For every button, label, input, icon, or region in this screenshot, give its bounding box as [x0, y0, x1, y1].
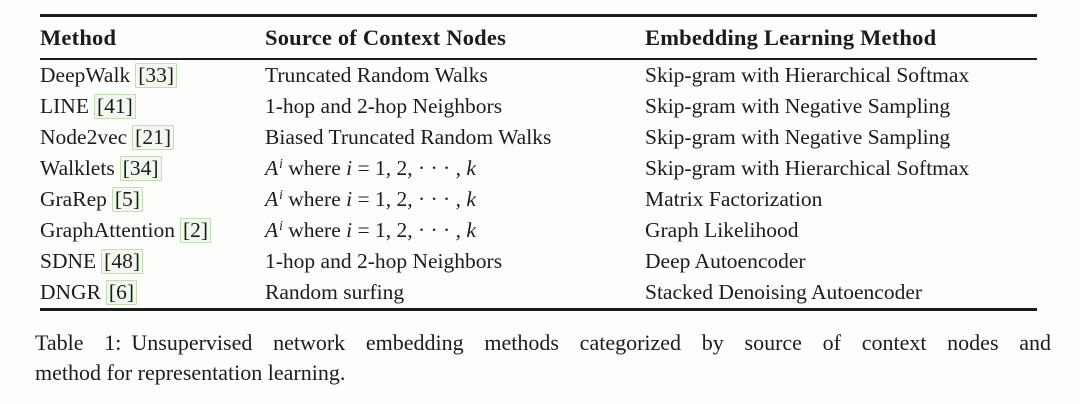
math-symbol: i	[346, 218, 353, 242]
source-cell: Ai where i = 1, 2, · · · , k	[265, 184, 645, 215]
source-text: 1-hop and 2-hop Neighbors	[265, 94, 503, 118]
method-name: DNGR	[40, 280, 101, 304]
math-symbol: A	[265, 187, 279, 211]
methods-table: Method Source of Context Nodes Embedding…	[40, 14, 1037, 311]
source-cell: 1-hop and 2-hop Neighbors	[265, 246, 645, 277]
method-name: GraRep	[40, 187, 107, 211]
embedding-cell: Deep Autoencoder	[645, 249, 806, 273]
method-cell: SDNE[48]	[40, 246, 265, 277]
source-text: 1-hop and 2-hop Neighbors	[265, 249, 503, 273]
column-header-source: Source of Context Nodes	[265, 24, 507, 50]
method-cell: LINE[41]	[40, 91, 265, 122]
citation-link[interactable]: [21]	[132, 125, 174, 150]
source-cell: Truncated Random Walks	[265, 59, 645, 91]
embedding-cell: Skip-gram with Negative Sampling	[645, 94, 951, 118]
source-text: where	[282, 218, 347, 242]
embedding-cell: Matrix Factorization	[645, 187, 823, 211]
method-cell: GraphAttention[2]	[40, 215, 265, 246]
source-text: where	[282, 156, 347, 180]
table-caption: Table 1: Unsupervised network embedding m…	[35, 328, 1051, 388]
source-cell: Ai where i = 1, 2, · · · , k	[265, 215, 645, 246]
method-name: Walklets	[40, 156, 115, 180]
math-symbol: k	[466, 218, 476, 242]
table-row: GraphAttention[2]Ai where i = 1, 2, · · …	[40, 215, 1037, 246]
embedding-cell: Graph Likelihood	[645, 218, 799, 242]
citation-link[interactable]: [41]	[93, 94, 136, 119]
column-header-embedding: Embedding Learning Method	[645, 24, 937, 50]
math-symbol: k	[466, 187, 476, 211]
method-cell: DeepWalk[33]	[40, 59, 265, 91]
embedding-cell: Skip-gram with Negative Sampling	[645, 125, 951, 149]
table-row: Walklets[34]Ai where i = 1, 2, · · · , k…	[40, 153, 1037, 184]
method-name: DeepWalk	[40, 63, 131, 87]
method-name: Node2vec	[40, 125, 128, 149]
source-text: = 1, 2, · · · ,	[352, 156, 467, 180]
method-cell: GraRep[5]	[40, 184, 265, 215]
source-cell: Random surfing	[265, 277, 645, 310]
method-name: LINE	[40, 94, 89, 118]
table-row: Node2vec[21]Biased Truncated Random Walk…	[40, 122, 1037, 153]
source-text: Random surfing	[265, 280, 405, 304]
math-symbol: i	[279, 156, 283, 172]
citation-link[interactable]: [48]	[101, 249, 143, 274]
source-text: = 1, 2, · · · ,	[352, 187, 467, 211]
method-cell: Node2vec[21]	[40, 122, 265, 153]
method-cell: Walklets[34]	[40, 153, 265, 184]
source-text: Biased Truncated Random Walks	[265, 125, 552, 149]
method-name: GraphAttention	[40, 218, 175, 242]
caption-text-line2: method for representation learning.	[35, 360, 346, 385]
citation-link[interactable]: [33]	[135, 63, 178, 88]
embedding-cell: Skip-gram with Hierarchical Softmax	[645, 63, 970, 87]
math-symbol: i	[346, 187, 353, 211]
source-cell: 1-hop and 2-hop Neighbors	[265, 91, 645, 122]
source-cell: Biased Truncated Random Walks	[265, 122, 645, 153]
source-text: Truncated Random Walks	[265, 63, 488, 87]
math-symbol: A	[265, 156, 279, 180]
caption-line-1: Table 1: Unsupervised network embedding m…	[35, 328, 1051, 358]
citation-link[interactable]: [6]	[105, 280, 137, 305]
column-header-method: Method	[40, 24, 117, 50]
caption-label: Table 1:	[35, 330, 122, 355]
embedding-cell: Stacked Denoising Autoencoder	[645, 280, 923, 304]
method-cell: DNGR[6]	[40, 277, 265, 310]
citation-link[interactable]: [5]	[111, 187, 143, 212]
caption-text-line1: Unsupervised network embedding methods c…	[131, 330, 1051, 355]
citation-link[interactable]: [34]	[119, 156, 162, 181]
table-header: Method Source of Context Nodes Embedding…	[40, 15, 1037, 59]
source-cell: Ai where i = 1, 2, · · · , k	[265, 153, 645, 184]
embedding-cell: Skip-gram with Hierarchical Softmax	[645, 156, 970, 180]
math-symbol: A	[265, 218, 279, 242]
method-name: SDNE	[40, 249, 97, 273]
math-symbol: k	[466, 156, 476, 180]
math-symbol: i	[279, 218, 283, 234]
source-text: = 1, 2, · · · ,	[352, 218, 467, 242]
citation-link[interactable]: [2]	[179, 218, 212, 243]
source-text: where	[282, 187, 347, 211]
math-symbol: i	[346, 156, 353, 180]
math-symbol: i	[279, 187, 283, 203]
